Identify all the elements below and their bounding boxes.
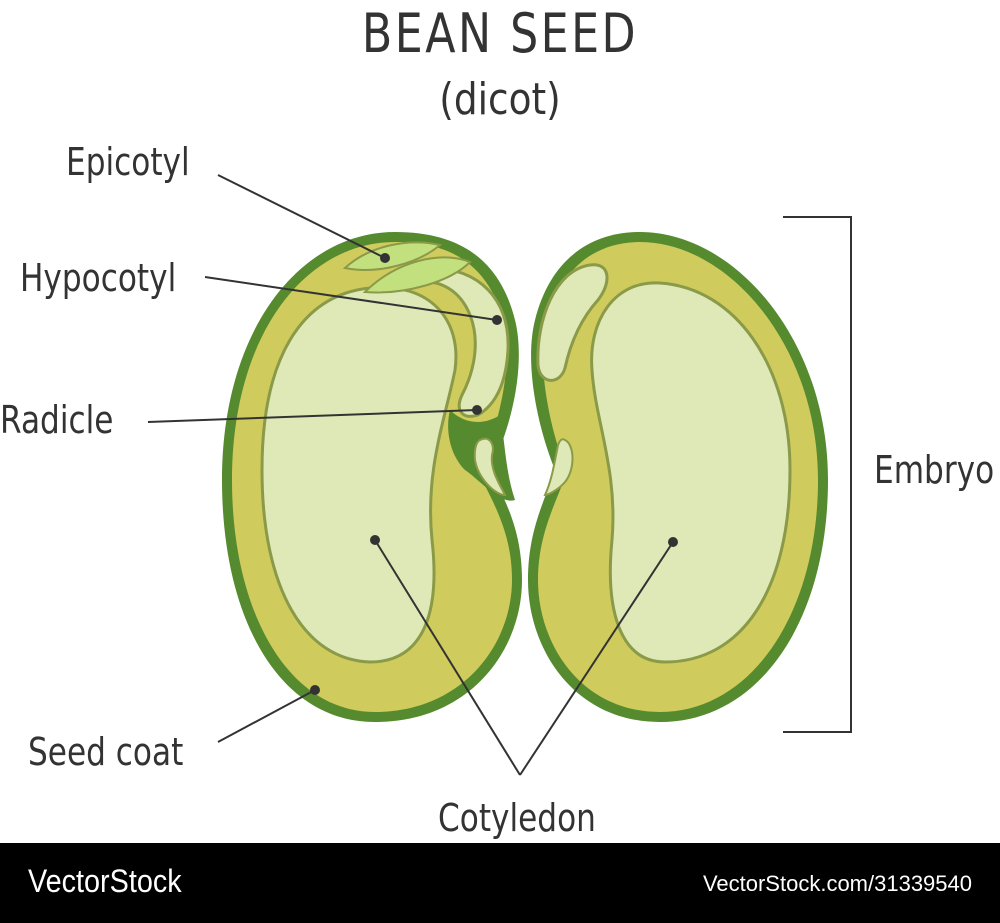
label-hypocotyl: Hypocotyl <box>20 256 177 300</box>
bean-seed-diagram <box>147 174 852 776</box>
footer-bar: VectorStock VectorStock.com/31339540 <box>0 843 1000 923</box>
left-seed-half <box>222 232 522 722</box>
label-seed-coat: Seed coat <box>28 730 184 774</box>
label-radicle: Radicle <box>0 398 114 442</box>
brand-logo: VectorStock <box>28 863 182 899</box>
leader-lines <box>147 174 852 776</box>
label-embryo: Embryo <box>874 448 995 492</box>
diagram-title: BEAN SEED <box>361 2 639 65</box>
image-url: VectorStock.com/31339540 <box>702 871 972 896</box>
label-epicotyl: Epicotyl <box>66 140 190 184</box>
label-points <box>310 253 678 695</box>
right-seed-half <box>528 232 828 722</box>
diagram-subtitle: (dicot) <box>439 74 561 125</box>
label-cotyledon: Cotyledon <box>438 796 596 840</box>
